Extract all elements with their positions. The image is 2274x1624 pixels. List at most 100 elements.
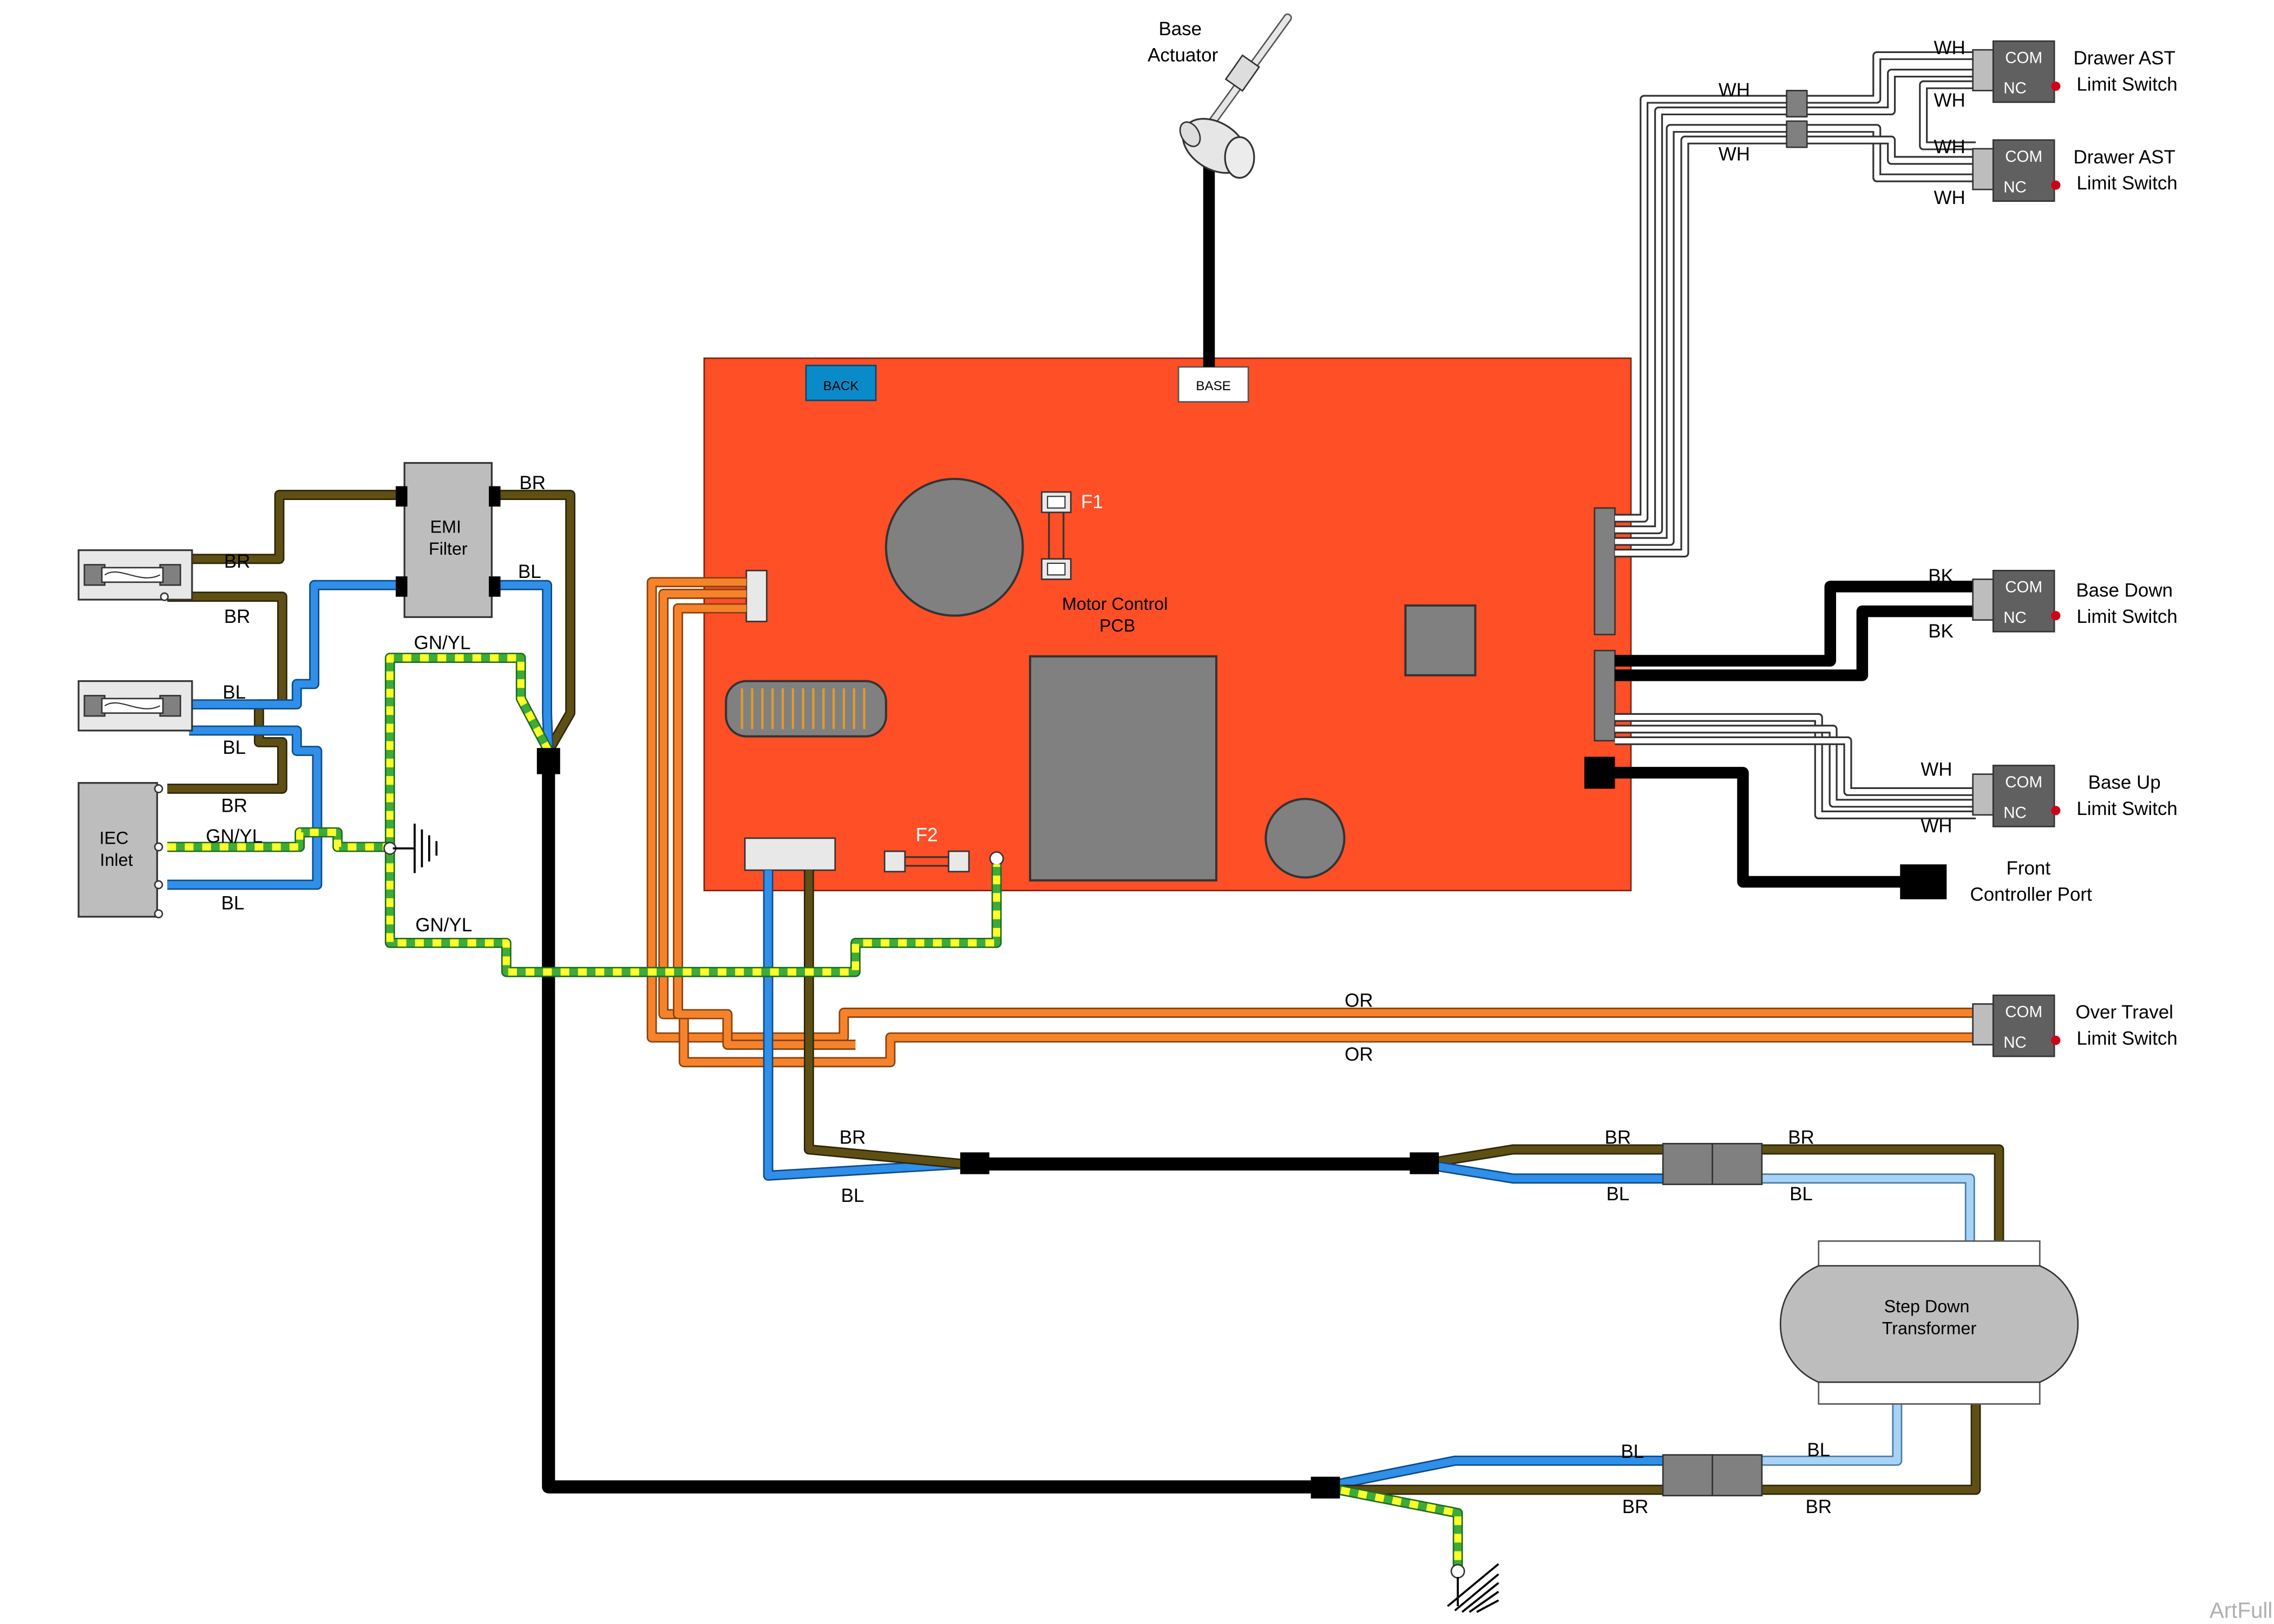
wire-label: WH: [1934, 136, 1965, 157]
over-travel-name-line1: Over Travel: [2075, 1002, 2173, 1023]
fuse-holder-1: [77, 549, 193, 601]
wire-label: WH: [1934, 90, 1965, 111]
back-connector: [805, 365, 877, 402]
pcb-title: Motor Control PCB: [1062, 594, 1172, 635]
wire-label: BL: [222, 737, 246, 758]
pcb-header-front: [1584, 757, 1615, 789]
transformer-label: Step Down Transformer: [1882, 1297, 1977, 1338]
wire-label: WH: [1921, 759, 1952, 780]
base-up-nc: NC: [2003, 804, 2027, 821]
pcb-header-top-right: [1594, 507, 1616, 635]
front-controller-label-line1: Front: [2007, 858, 2051, 879]
front-controller-label: Front Controller Port: [1970, 858, 2093, 905]
iec-inlet-label: IEC Inlet: [100, 829, 134, 870]
front-controller-label-line2: Controller Port: [1970, 884, 2093, 905]
indicator-led-icon: [2051, 180, 2061, 190]
orange-wires: [646, 577, 1976, 1068]
ground-terminal: [989, 851, 1004, 866]
limit-switch-icon: COM NC: [1972, 139, 2061, 202]
wire-label: BL: [518, 561, 541, 582]
drawer-1-com: COM: [2005, 49, 2042, 67]
wire-label: BR: [221, 795, 247, 817]
connector-icon: [1662, 1142, 1763, 1185]
connector-icon: [1662, 1454, 1763, 1497]
f2-label: F2: [916, 824, 938, 845]
wire-label: WH: [1719, 143, 1750, 165]
fuse-holder-2: [77, 680, 193, 732]
f1-label: F1: [1081, 491, 1103, 512]
wire-label: BR: [840, 1127, 866, 1148]
emi-filter-label: EMI Filter: [429, 517, 468, 558]
connector-icon: [1786, 90, 1808, 118]
drawer-2-name: Drawer AST Limit Switch: [2074, 147, 2181, 194]
base-down-name-line1: Base Down: [2076, 580, 2173, 601]
ground-symbol-icon: [392, 824, 438, 873]
wire-label: BL: [1621, 1441, 1644, 1462]
coil-windings: [740, 688, 866, 729]
splice-block: [536, 748, 560, 774]
wire-label: BR: [519, 472, 546, 494]
pcb-title-line2: PCB: [1099, 616, 1135, 635]
base-actuator-label-line1: Base: [1158, 18, 1202, 40]
wire-label: BL: [841, 1185, 864, 1206]
base-down-com: COM: [2005, 578, 2042, 596]
wire-label: BR: [1805, 1496, 1832, 1517]
wire-label: BR: [224, 551, 251, 572]
chip: [1404, 604, 1477, 676]
fuse-icon: [1041, 491, 1072, 580]
wire-labels: WH WH WH WH WH WH BK BK WH WH OR OR BR B…: [206, 37, 1965, 1517]
wire-label: OR: [1345, 990, 1373, 1011]
indicator-led-icon: [2051, 1035, 2061, 1046]
base-up-name-line1: Base Up: [2088, 772, 2161, 793]
wire-label: GN/YL: [415, 915, 472, 936]
over-travel-com: COM: [2005, 1003, 2042, 1021]
step-down-transformer: Step Down Transformer: [1780, 1240, 2079, 1405]
pcb-header-left: [745, 569, 768, 622]
base-connector-label: BASE: [1196, 379, 1231, 393]
wire-label: BR: [1605, 1127, 1631, 1148]
pcb-title-line1: Motor Control: [1062, 594, 1168, 614]
over-travel-name-line2: Limit Switch: [2076, 1028, 2177, 1049]
motor-control-pcb: BACK BASE F1: [703, 357, 1632, 891]
wire-label: BL: [1606, 1184, 1629, 1205]
drawer-1-name-line1: Drawer AST: [2074, 48, 2175, 69]
wire-label: BL: [221, 893, 245, 914]
white-wires-base-up: [1615, 713, 1976, 819]
base-down-name: Base Down Limit Switch: [2076, 580, 2178, 627]
drawer-2-name-line1: Drawer AST: [2074, 147, 2175, 168]
back-connector-label: BACK: [823, 379, 859, 393]
limit-switch-icon: COM NC: [1972, 765, 2061, 827]
emi-filter-label-line2: Filter: [429, 539, 468, 558]
base-up-com: COM: [2005, 773, 2042, 791]
ground-symbol-icon: [1447, 1563, 1499, 1613]
splice-block: [1410, 1152, 1439, 1174]
wire-label: BR: [1788, 1127, 1814, 1148]
wire-label: WH: [1921, 816, 1952, 837]
splice-block: [960, 1152, 989, 1174]
base-actuator: [1179, 13, 1292, 179]
base-down-nc: NC: [2003, 609, 2027, 627]
wire-label: WH: [1934, 37, 1965, 58]
wire-label: OR: [1345, 1044, 1373, 1065]
wire-label: BK: [1928, 566, 1954, 587]
emi-filter-label-line1: EMI: [430, 517, 461, 536]
fuse-icon: [883, 850, 970, 873]
drawer-2-com: COM: [2005, 148, 2042, 166]
base-actuator-label: Base Actuator: [1148, 18, 1218, 65]
transformer-ic: [1028, 655, 1217, 882]
limit-switch-icon: COM NC: [1972, 569, 2061, 633]
pcb-header-mid-right: [1594, 649, 1616, 742]
drawer-2-nc: NC: [2003, 179, 2027, 196]
splice-block: [1310, 1476, 1340, 1499]
emi-filter: EMI Filter: [396, 462, 501, 618]
iec-inlet-label-line1: IEC: [100, 829, 129, 848]
indicator-led-icon: [2051, 806, 2061, 816]
transformer-label-line2: Transformer: [1882, 1318, 1977, 1338]
transformer-label-line1: Step Down: [1884, 1297, 1970, 1316]
over-travel-nc: NC: [2003, 1034, 2027, 1051]
indicator-led-icon: [2051, 81, 2061, 91]
iec-inlet: IEC Inlet: [77, 782, 163, 918]
drawer-1-name-line2: Limit Switch: [2076, 74, 2177, 95]
front-controller-port: [1900, 864, 1947, 899]
wires: [167, 51, 2004, 1567]
